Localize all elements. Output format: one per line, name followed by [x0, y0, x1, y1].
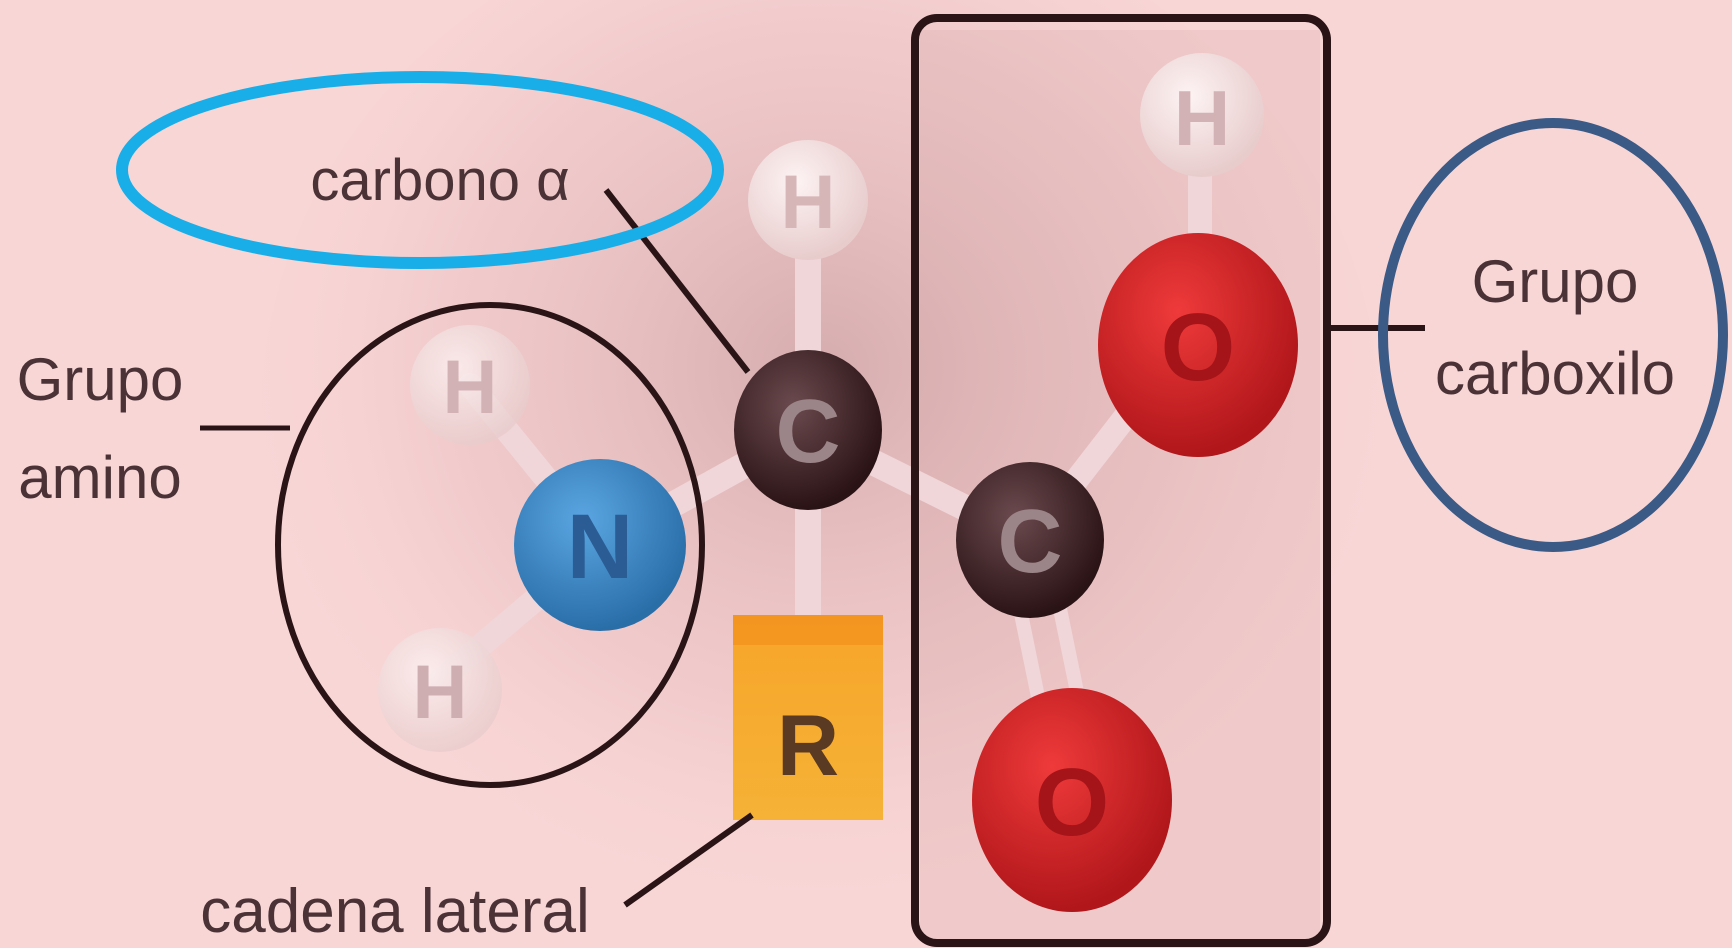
atom-o-hydroxyl: O [1098, 233, 1298, 457]
side-chain-r: R [733, 615, 883, 820]
atom-n-letter: N [567, 496, 633, 598]
atom-c-carboxyl-letter: C [998, 492, 1063, 592]
atom-h-amino-2: H [378, 628, 502, 752]
carboxyl-group-box [911, 14, 1331, 947]
atom-c-carboxyl: C [956, 462, 1104, 618]
atom-h-amino-1: H [410, 325, 530, 445]
side-chain-label: cadena lateral [200, 877, 590, 946]
carboxyl-label-line2: carboxilo [1435, 340, 1675, 407]
atom-c-alpha: C [734, 350, 882, 510]
atom-c-alpha-letter: C [776, 382, 841, 482]
atom-h-amino-2-letter: H [413, 650, 468, 735]
atom-o-double-letter: O [1035, 749, 1110, 856]
atom-h-hydroxyl: H [1140, 53, 1264, 177]
side-chain-r-letter: R [777, 698, 839, 794]
atom-h-top: H [748, 140, 868, 260]
amino-label-line1: Grupo [17, 346, 184, 413]
atom-n: N [514, 459, 686, 631]
amino-group-circle [275, 302, 705, 788]
atom-h-hydroxyl-letter: H [1174, 74, 1230, 162]
atom-o-double: O [972, 688, 1172, 912]
atom-h-top-letter: H [781, 160, 836, 245]
carboxyl-label-line1: Grupo [1472, 248, 1639, 315]
carboxyl-highlight-ellipse [1378, 118, 1728, 552]
amino-label-line2: amino [18, 444, 181, 511]
atom-h-amino-1-letter: H [443, 345, 498, 430]
alpha-carbon-highlight-ellipse [116, 71, 724, 269]
alpha-carbon-leader-line [603, 188, 751, 374]
alpha-carbon-label: carbono α [310, 148, 569, 213]
side-chain-leader-line [623, 812, 754, 908]
atom-o-hydroxyl-letter: O [1161, 294, 1236, 401]
